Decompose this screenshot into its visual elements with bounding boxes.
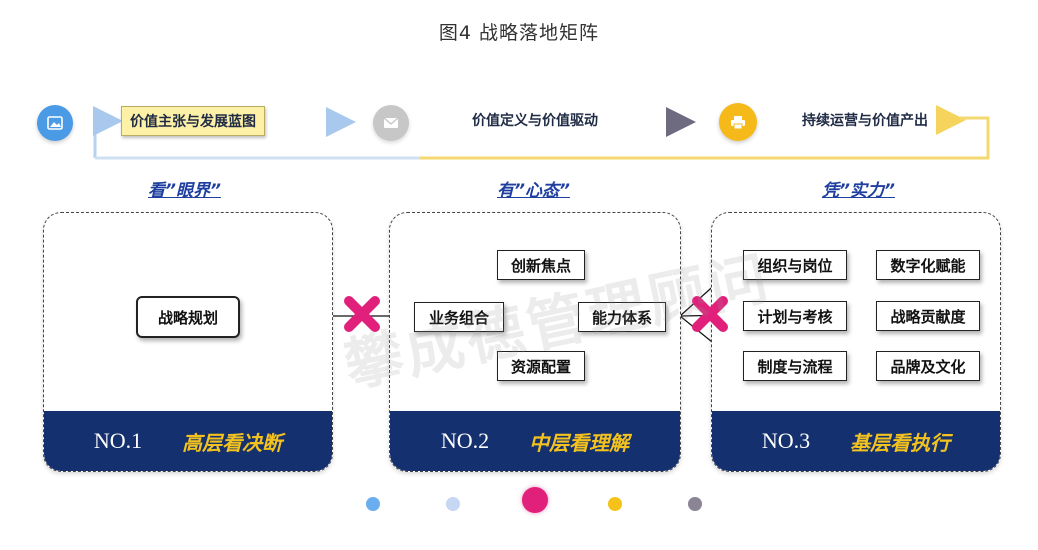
section-head-2: 有”心态” — [497, 181, 570, 201]
step1-circle — [37, 105, 73, 141]
page-dot-3-active[interactable] — [522, 487, 548, 513]
page-dot-5[interactable] — [688, 497, 702, 511]
step3-circle — [719, 103, 757, 141]
printer-icon — [731, 115, 745, 129]
panel-3-number: NO.3 — [761, 428, 811, 453]
node-strategic-contribution: 战略贡献度 — [876, 301, 980, 331]
page-dot-4[interactable] — [608, 497, 622, 511]
image-icon — [47, 116, 63, 130]
node-brand-culture: 品牌及文化 — [876, 351, 980, 381]
node-strategy-planning: 战略规划 — [136, 296, 240, 338]
node-digital-empowerment: 数字化赋能 — [876, 250, 980, 280]
panel-2-number: NO.2 — [440, 428, 490, 453]
step2-circle — [373, 105, 409, 141]
panel-1-band: NO.1 高层看决断 — [44, 411, 332, 471]
section-head-1: 看”眼界” — [148, 181, 221, 201]
section-head-3: 凭”实力” — [822, 181, 895, 201]
page-title: 图4 战略落地矩阵 — [438, 22, 600, 44]
page-dot-1[interactable] — [366, 497, 380, 511]
panel-1: NO.1 高层看决断 — [43, 212, 333, 472]
node-capability-system: 能力体系 — [578, 302, 666, 332]
flow-step3-label: 持续运营与价值产出 — [802, 113, 928, 129]
mail-icon — [383, 117, 399, 128]
panel-2-label: 中层看理解 — [529, 430, 630, 455]
page-dot-2[interactable] — [446, 497, 460, 511]
node-business-portfolio: 业务组合 — [414, 302, 504, 332]
panel-1-label: 高层看决断 — [182, 430, 283, 455]
cross-x-icon — [692, 296, 728, 332]
panel-1-number: NO.1 — [93, 428, 143, 453]
flow-step1-label: 价值主张与发展蓝图 — [121, 106, 265, 136]
panel-3-band: NO.3 基层看执行 — [712, 411, 1000, 471]
node-resource-allocation: 资源配置 — [497, 351, 585, 381]
node-system-process: 制度与流程 — [743, 351, 847, 381]
panel-3-label: 基层看执行 — [850, 430, 951, 455]
flow-step2-label: 价值定义与价值驱动 — [472, 113, 598, 129]
cross-x-icon — [344, 296, 380, 332]
node-innovation-focus: 创新焦点 — [497, 250, 585, 280]
panel-2-band: NO.2 中层看理解 — [390, 411, 680, 471]
node-org-positions: 组织与岗位 — [743, 250, 847, 280]
node-plan-assessment: 计划与考核 — [743, 301, 847, 331]
